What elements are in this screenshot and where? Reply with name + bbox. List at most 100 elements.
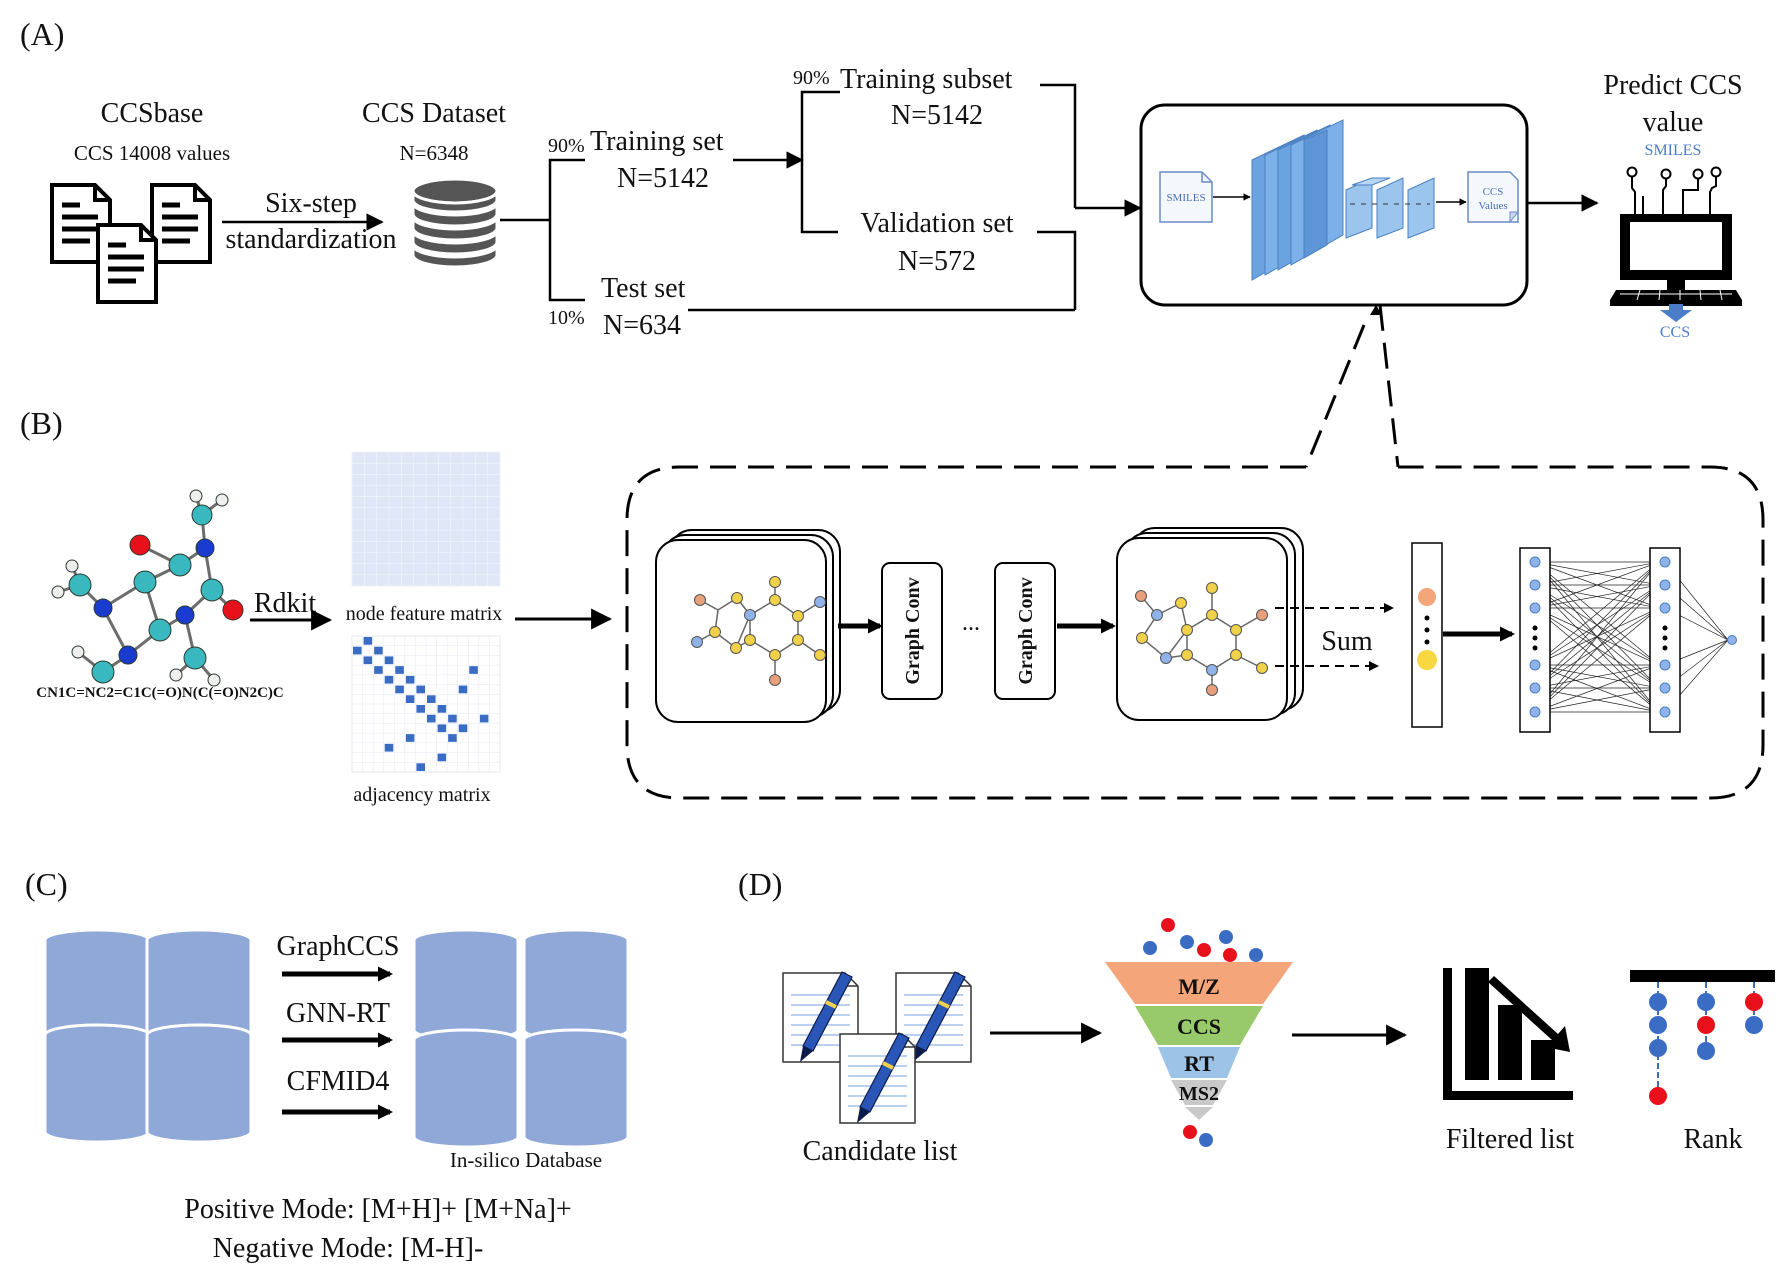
candidate-documents-icon xyxy=(782,971,972,1124)
input-molecule-graph xyxy=(691,576,826,686)
model-output-label-line2: Values xyxy=(1478,200,1507,212)
candidate-dots xyxy=(1143,918,1263,962)
document-pen-icon xyxy=(895,971,972,1063)
tool-label-gnn-rt: GNN-RT xyxy=(286,998,390,1029)
computer-input-label: SMILES xyxy=(1645,142,1702,159)
network-edge xyxy=(1534,664,1660,689)
predict-label-line1: Predict CCS xyxy=(1603,70,1742,101)
cnn-layers-icon xyxy=(1251,119,1435,281)
node-matrix-label: node feature matrix xyxy=(346,603,503,625)
adjacency-cell xyxy=(448,734,457,742)
network-node xyxy=(1529,556,1541,568)
readout-vector xyxy=(1411,542,1443,728)
adjacency-cell xyxy=(416,685,425,694)
network-edge xyxy=(1534,607,1660,713)
adjacency-cell xyxy=(427,695,436,703)
panel-c: (C) GraphCCS GNN-RT CFMID4 In-silico Dat… xyxy=(25,866,630,1264)
zoom-connector-hook xyxy=(1370,305,1382,315)
network-node xyxy=(1529,706,1541,718)
test-n: N=634 xyxy=(603,310,681,341)
funnel-stage-ccs: CCS xyxy=(1177,1014,1221,1039)
adjacency-matrix-cells xyxy=(353,637,489,771)
database-cylinder xyxy=(412,1028,520,1149)
network-ellipsis-dot xyxy=(1662,645,1668,651)
model-box: SMILES CCS Values xyxy=(1139,103,1529,307)
dense-layer-1 xyxy=(1519,547,1551,733)
target-databases xyxy=(412,928,630,1149)
network-node xyxy=(1529,602,1541,614)
result-dot-red xyxy=(1183,1125,1197,1139)
database-label: In-silico Database xyxy=(450,1148,602,1172)
validation-label: Validation set xyxy=(860,208,1013,239)
output-node xyxy=(1727,635,1737,645)
rank-icon xyxy=(1630,970,1775,1105)
network-node xyxy=(1659,556,1671,568)
conv-ellipsis: ... xyxy=(962,610,980,636)
adjacency-cell xyxy=(416,705,425,713)
filtered-list-label: Filtered list xyxy=(1446,1124,1575,1155)
training-label: Training set xyxy=(590,126,724,157)
caffeine-smiles: CN1C=NC2=C1C(=O)N(C(=O)N2C)C xyxy=(36,685,284,701)
network-ellipsis-dot xyxy=(1532,645,1538,651)
node-matrix-grid xyxy=(352,452,500,586)
network-ellipsis-dot xyxy=(1662,635,1668,641)
negative-mode-label: Negative Mode: [M-H]- xyxy=(213,1233,484,1264)
adjacency-cell xyxy=(353,646,362,655)
adjacency-cell xyxy=(405,695,415,703)
network-ellipsis-dot xyxy=(1532,625,1538,631)
computer-icon xyxy=(1610,166,1742,322)
network-edge xyxy=(1534,561,1660,689)
filter-funnel: M/Z CCS RT MS2 xyxy=(1105,918,1293,1147)
database-cylinder xyxy=(43,1023,151,1144)
source-databases xyxy=(43,928,253,1144)
dataset-n: N=6348 xyxy=(399,141,468,165)
test-label: Test set xyxy=(601,273,686,304)
training-pct: 90% xyxy=(548,135,585,157)
dense-network-nodes xyxy=(1529,556,1671,718)
network-edge xyxy=(1534,561,1660,713)
adjacency-cell xyxy=(374,646,383,655)
caffeine-molecule-icon xyxy=(51,489,244,687)
network-ellipsis-dot xyxy=(1532,635,1538,641)
network-node xyxy=(1659,706,1671,718)
validation-n: N=572 xyxy=(898,246,976,277)
adjacency-cell xyxy=(384,675,394,684)
adjacency-matrix-label: adjacency matrix xyxy=(353,784,490,806)
model-input-doc-icon xyxy=(1159,171,1213,223)
network-node xyxy=(1529,579,1541,591)
network-node xyxy=(1659,579,1671,591)
database-cylinder xyxy=(522,1028,630,1149)
network-node xyxy=(1659,659,1671,671)
graph-conv-box-1: Graph Conv xyxy=(881,562,943,700)
adjacency-cell xyxy=(384,743,394,752)
document-icon xyxy=(96,223,158,304)
panel-d-label: (D) xyxy=(738,866,782,902)
ccsbase-values: CCS 14008 values xyxy=(74,141,230,165)
database-icon xyxy=(411,177,499,269)
adjacency-matrix xyxy=(351,635,501,773)
network-node xyxy=(1529,682,1541,694)
panel-b-label: (B) xyxy=(20,405,63,441)
network-node xyxy=(1659,602,1671,614)
tool-label-cfmid4: CFMID4 xyxy=(287,1066,390,1097)
adjacency-cell xyxy=(374,666,383,674)
adjacency-cell xyxy=(427,714,436,723)
network-edge xyxy=(1534,584,1660,713)
adjacency-cell xyxy=(437,753,447,762)
input-graph-stack xyxy=(655,529,841,723)
network-node xyxy=(1659,682,1671,694)
adjacency-cell xyxy=(479,714,489,723)
sum-label: Sum xyxy=(1321,626,1373,657)
panel-b: (B) xyxy=(20,405,1765,806)
funnel-stage-ms2: MS2 xyxy=(1179,1083,1219,1105)
adjacency-cell xyxy=(395,685,404,694)
computer-output-label: CCS xyxy=(1660,324,1690,341)
database-cylinder xyxy=(522,928,630,1042)
gnn-container xyxy=(625,465,1765,800)
funnel-stage-mz: M/Z xyxy=(1178,974,1220,999)
adjacency-cell xyxy=(458,724,468,733)
adjacency-cell xyxy=(416,763,425,771)
document-stack-icon xyxy=(50,183,212,304)
rdkit-label: Rdkit xyxy=(254,588,316,619)
